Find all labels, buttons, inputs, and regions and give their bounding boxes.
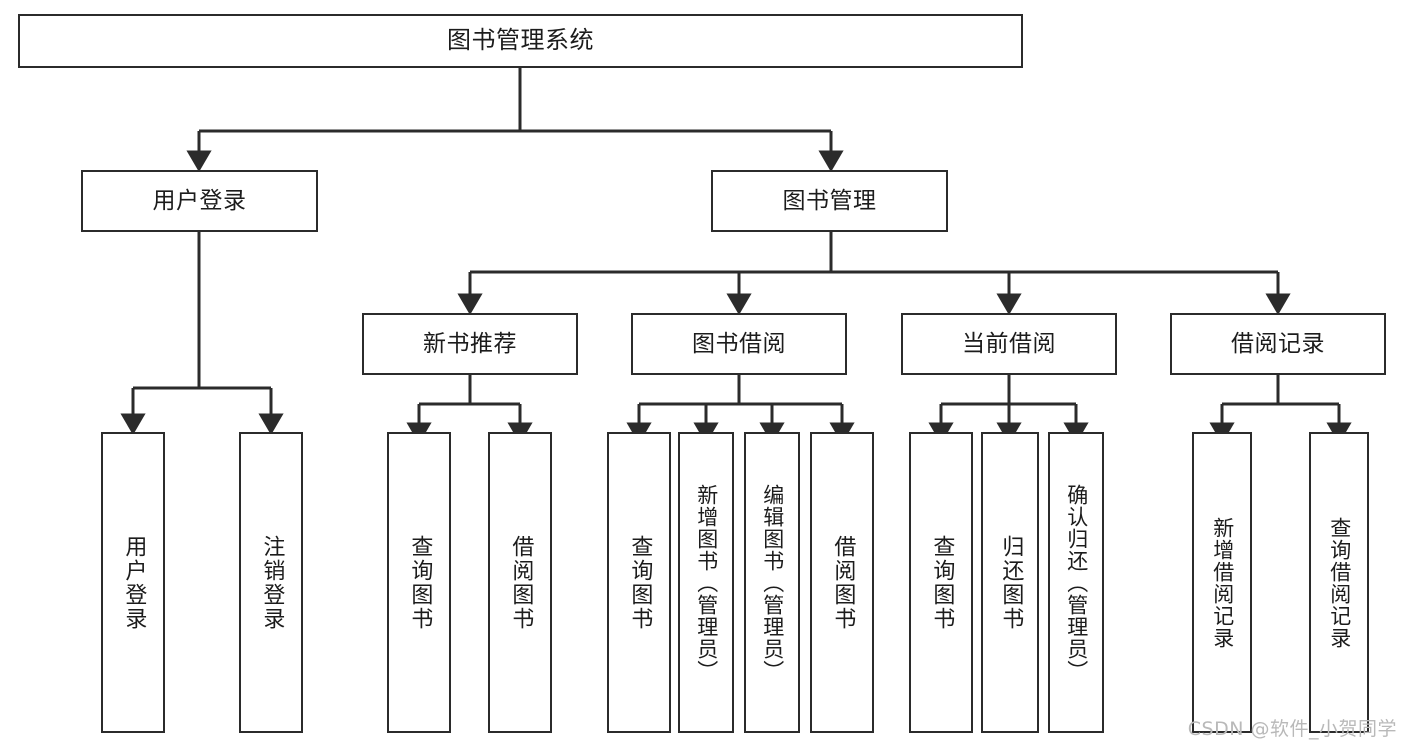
leaf-borrow-record-query-record[interactable]: 查询借阅记录 bbox=[1309, 432, 1369, 733]
node-label: 图书管理系统 bbox=[447, 26, 594, 55]
leaf-new-book-query-book[interactable]: 查询图书 bbox=[387, 432, 451, 733]
node-label: 用户登录 bbox=[152, 187, 247, 214]
leaf-book-borrow-edit-book-admin[interactable]: 编辑图书（管理员） bbox=[744, 432, 800, 733]
node-borrow-record[interactable]: 借阅记录 bbox=[1170, 313, 1386, 375]
node-book-borrowing[interactable]: 图书借阅 bbox=[631, 313, 847, 375]
node-current-borrowing[interactable]: 当前借阅 bbox=[901, 313, 1117, 375]
node-label: 借阅图书 bbox=[508, 534, 534, 631]
leaf-current-borrow-query-book[interactable]: 查询图书 bbox=[909, 432, 973, 733]
leaf-book-borrow-borrow-book[interactable]: 借阅图书 bbox=[810, 432, 874, 733]
leaf-current-borrow-return-book[interactable]: 归还图书 bbox=[981, 432, 1039, 733]
leaf-current-borrow-confirm-return-admin[interactable]: 确认归还（管理员） bbox=[1048, 432, 1104, 733]
node-new-book-recommendation[interactable]: 新书推荐 bbox=[362, 313, 578, 375]
node-label: 当前借阅 bbox=[962, 330, 1056, 357]
node-label: 用户登录 bbox=[121, 534, 147, 631]
node-label: 新增图书（管理员） bbox=[694, 483, 719, 682]
node-root-book-management-system[interactable]: 图书管理系统 bbox=[18, 14, 1023, 68]
node-label: 借阅记录 bbox=[1231, 330, 1325, 357]
node-label: 归还图书 bbox=[998, 534, 1024, 631]
leaf-borrow-record-add-record[interactable]: 新增借阅记录 bbox=[1192, 432, 1252, 733]
leaf-user-login-login[interactable]: 用户登录 bbox=[101, 432, 165, 733]
leaf-book-borrow-add-book-admin[interactable]: 新增图书（管理员） bbox=[678, 432, 734, 733]
node-label: 借阅图书 bbox=[830, 534, 856, 631]
node-label: 确认归还（管理员） bbox=[1064, 483, 1089, 682]
leaf-new-book-borrow-book[interactable]: 借阅图书 bbox=[488, 432, 552, 733]
node-label: 编辑图书（管理员） bbox=[760, 483, 785, 682]
leaf-user-login-logout[interactable]: 注销登录 bbox=[239, 432, 303, 733]
node-label: 查询借阅记录 bbox=[1327, 516, 1352, 649]
node-label: 查询图书 bbox=[407, 534, 433, 631]
watermark-text: CSDN @软件_小贺同学 bbox=[1187, 718, 1397, 740]
node-user-login[interactable]: 用户登录 bbox=[81, 170, 318, 232]
leaf-book-borrow-query-book[interactable]: 查询图书 bbox=[607, 432, 671, 733]
node-label: 注销登录 bbox=[259, 534, 285, 631]
node-label: 查询图书 bbox=[929, 534, 955, 631]
node-label: 新书推荐 bbox=[423, 330, 517, 357]
node-label: 图书借阅 bbox=[692, 330, 786, 357]
node-book-management[interactable]: 图书管理 bbox=[711, 170, 948, 232]
node-label: 查询图书 bbox=[627, 534, 653, 631]
node-label: 图书管理 bbox=[782, 187, 877, 214]
node-label: 新增借阅记录 bbox=[1210, 516, 1235, 649]
